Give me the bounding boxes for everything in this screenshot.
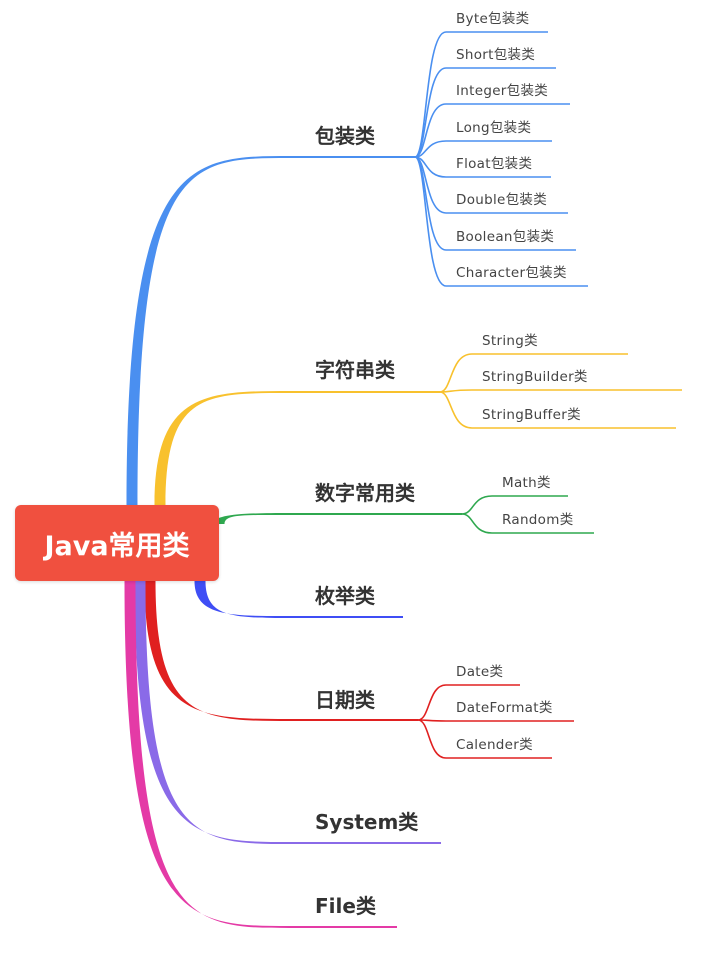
leaf-connector-number-1 [461,513,594,534]
leaf-node-wrapper-3[interactable]: Long包装类 [456,120,532,136]
leaf-node-number-1[interactable]: Random类 [502,512,574,528]
leaf-connector-date-0 [417,684,520,721]
branch-node-file[interactable]: File类 [315,894,376,918]
leaf-node-wrapper-4[interactable]: Float包装类 [456,156,533,172]
leaf-connector-wrapper-2 [414,103,570,158]
leaf-connector-wrapper-3 [414,140,552,158]
branch-node-string[interactable]: 字符串类 [315,358,395,382]
leaf-node-wrapper-5[interactable]: Double包装类 [456,192,548,208]
leaf-connector-wrapper-1 [414,67,556,158]
leaf-node-wrapper-7[interactable]: Character包装类 [456,265,567,281]
leaf-node-wrapper-2[interactable]: Integer包装类 [456,83,549,99]
leaf-connector-string-1 [439,389,682,393]
leaf-node-string-1[interactable]: StringBuilder类 [482,369,588,385]
branch-connector-system [134,581,290,844]
branch-connector-wrapper [126,156,290,505]
leaf-node-date-2[interactable]: Calender类 [456,737,533,753]
root-node[interactable]: Java常用类 [15,505,219,581]
branch-node-date[interactable]: 日期类 [315,688,375,712]
leaf-node-number-0[interactable]: Math类 [502,475,551,491]
leaf-connector-wrapper-7 [414,156,588,287]
leaf-connector-number-0 [461,495,568,515]
leaf-node-wrapper-0[interactable]: Byte包装类 [456,11,530,27]
leaf-connector-date-1 [417,719,574,722]
leaf-connector-date-2 [417,719,552,759]
leaf-node-date-0[interactable]: Date类 [456,664,504,680]
leaf-connector-string-0 [439,353,628,393]
leaf-node-wrapper-1[interactable]: Short包装类 [456,47,536,63]
leaf-connector-string-2 [439,391,676,429]
leaf-node-string-2[interactable]: StringBuffer类 [482,407,581,423]
branch-connector-enum [194,581,290,618]
leaf-node-wrapper-6[interactable]: Boolean包装类 [456,229,555,245]
branch-connector-date [144,581,290,721]
branch-node-wrapper[interactable]: 包装类 [315,124,375,148]
branch-connector-string [154,391,290,505]
leaf-node-string-0[interactable]: String类 [482,333,538,349]
branch-connector-number [213,513,290,524]
branch-node-number[interactable]: 数字常用类 [315,481,415,505]
root-label: Java常用类 [44,530,190,562]
branch-node-system[interactable]: System类 [315,810,419,834]
leaf-node-date-1[interactable]: DateFormat类 [456,700,553,716]
branch-node-enum[interactable]: 枚举类 [315,584,375,608]
